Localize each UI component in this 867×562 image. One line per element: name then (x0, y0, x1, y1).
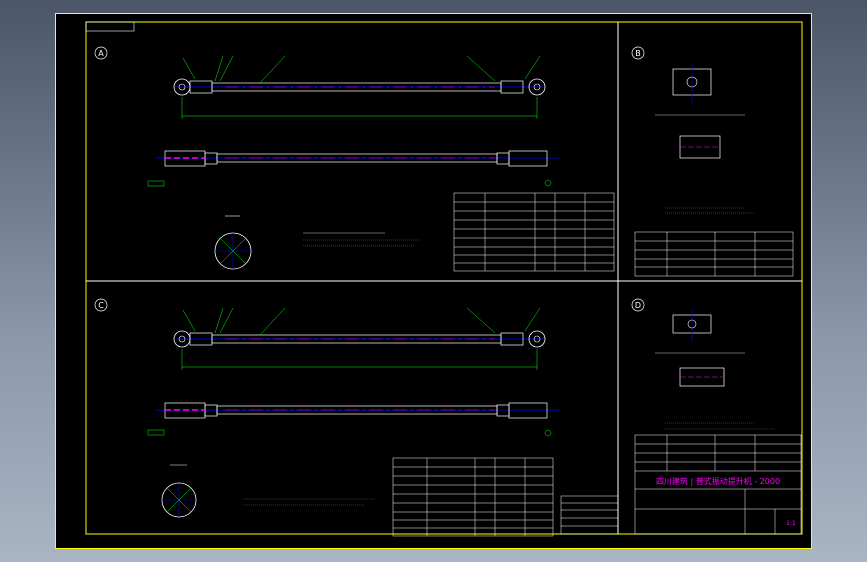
svg-text:A: A (98, 49, 104, 58)
quadrant-label-d: D (631, 298, 645, 312)
main-title-block: 四川建筑 | 普式振动提升机 - 2000 1:1 (634, 434, 802, 535)
quadrant-label-b: B (631, 46, 645, 60)
rod-assembly-plan-a (147, 150, 560, 187)
quadrant-label-a: A (94, 46, 108, 60)
rod-assembly-view-a (173, 55, 546, 119)
rod-assembly-view-c (173, 307, 546, 370)
detail-view-b (655, 63, 755, 214)
svg-text:C: C (98, 301, 104, 310)
sheet-outer-border (55, 13, 812, 549)
revision-table (560, 495, 619, 535)
sheet-inner-frame (85, 21, 803, 535)
svg-text:D: D (635, 301, 641, 310)
detail-view-d (655, 309, 775, 430)
section-circle-a (214, 215, 252, 270)
rod-assembly-plan-c (147, 402, 560, 437)
technical-notes-c (243, 498, 375, 506)
section-circle-c (161, 464, 197, 518)
title-block-scale: 1:1 (786, 520, 796, 527)
drawing-sheet: A B C D (55, 13, 812, 549)
quadrant-label-c: C (94, 298, 108, 312)
parts-list-table-c (392, 457, 554, 537)
parts-list-table-a (453, 192, 615, 272)
technical-notes-a (303, 232, 420, 247)
cad-drawing-viewport[interactable]: A B C D (55, 13, 812, 549)
title-block-university: 四川建筑 | 普式振动提升机 - 2000 (656, 476, 780, 486)
parts-list-table-b (634, 231, 794, 277)
svg-text:B: B (635, 49, 641, 58)
title-stamp-box (85, 21, 135, 32)
